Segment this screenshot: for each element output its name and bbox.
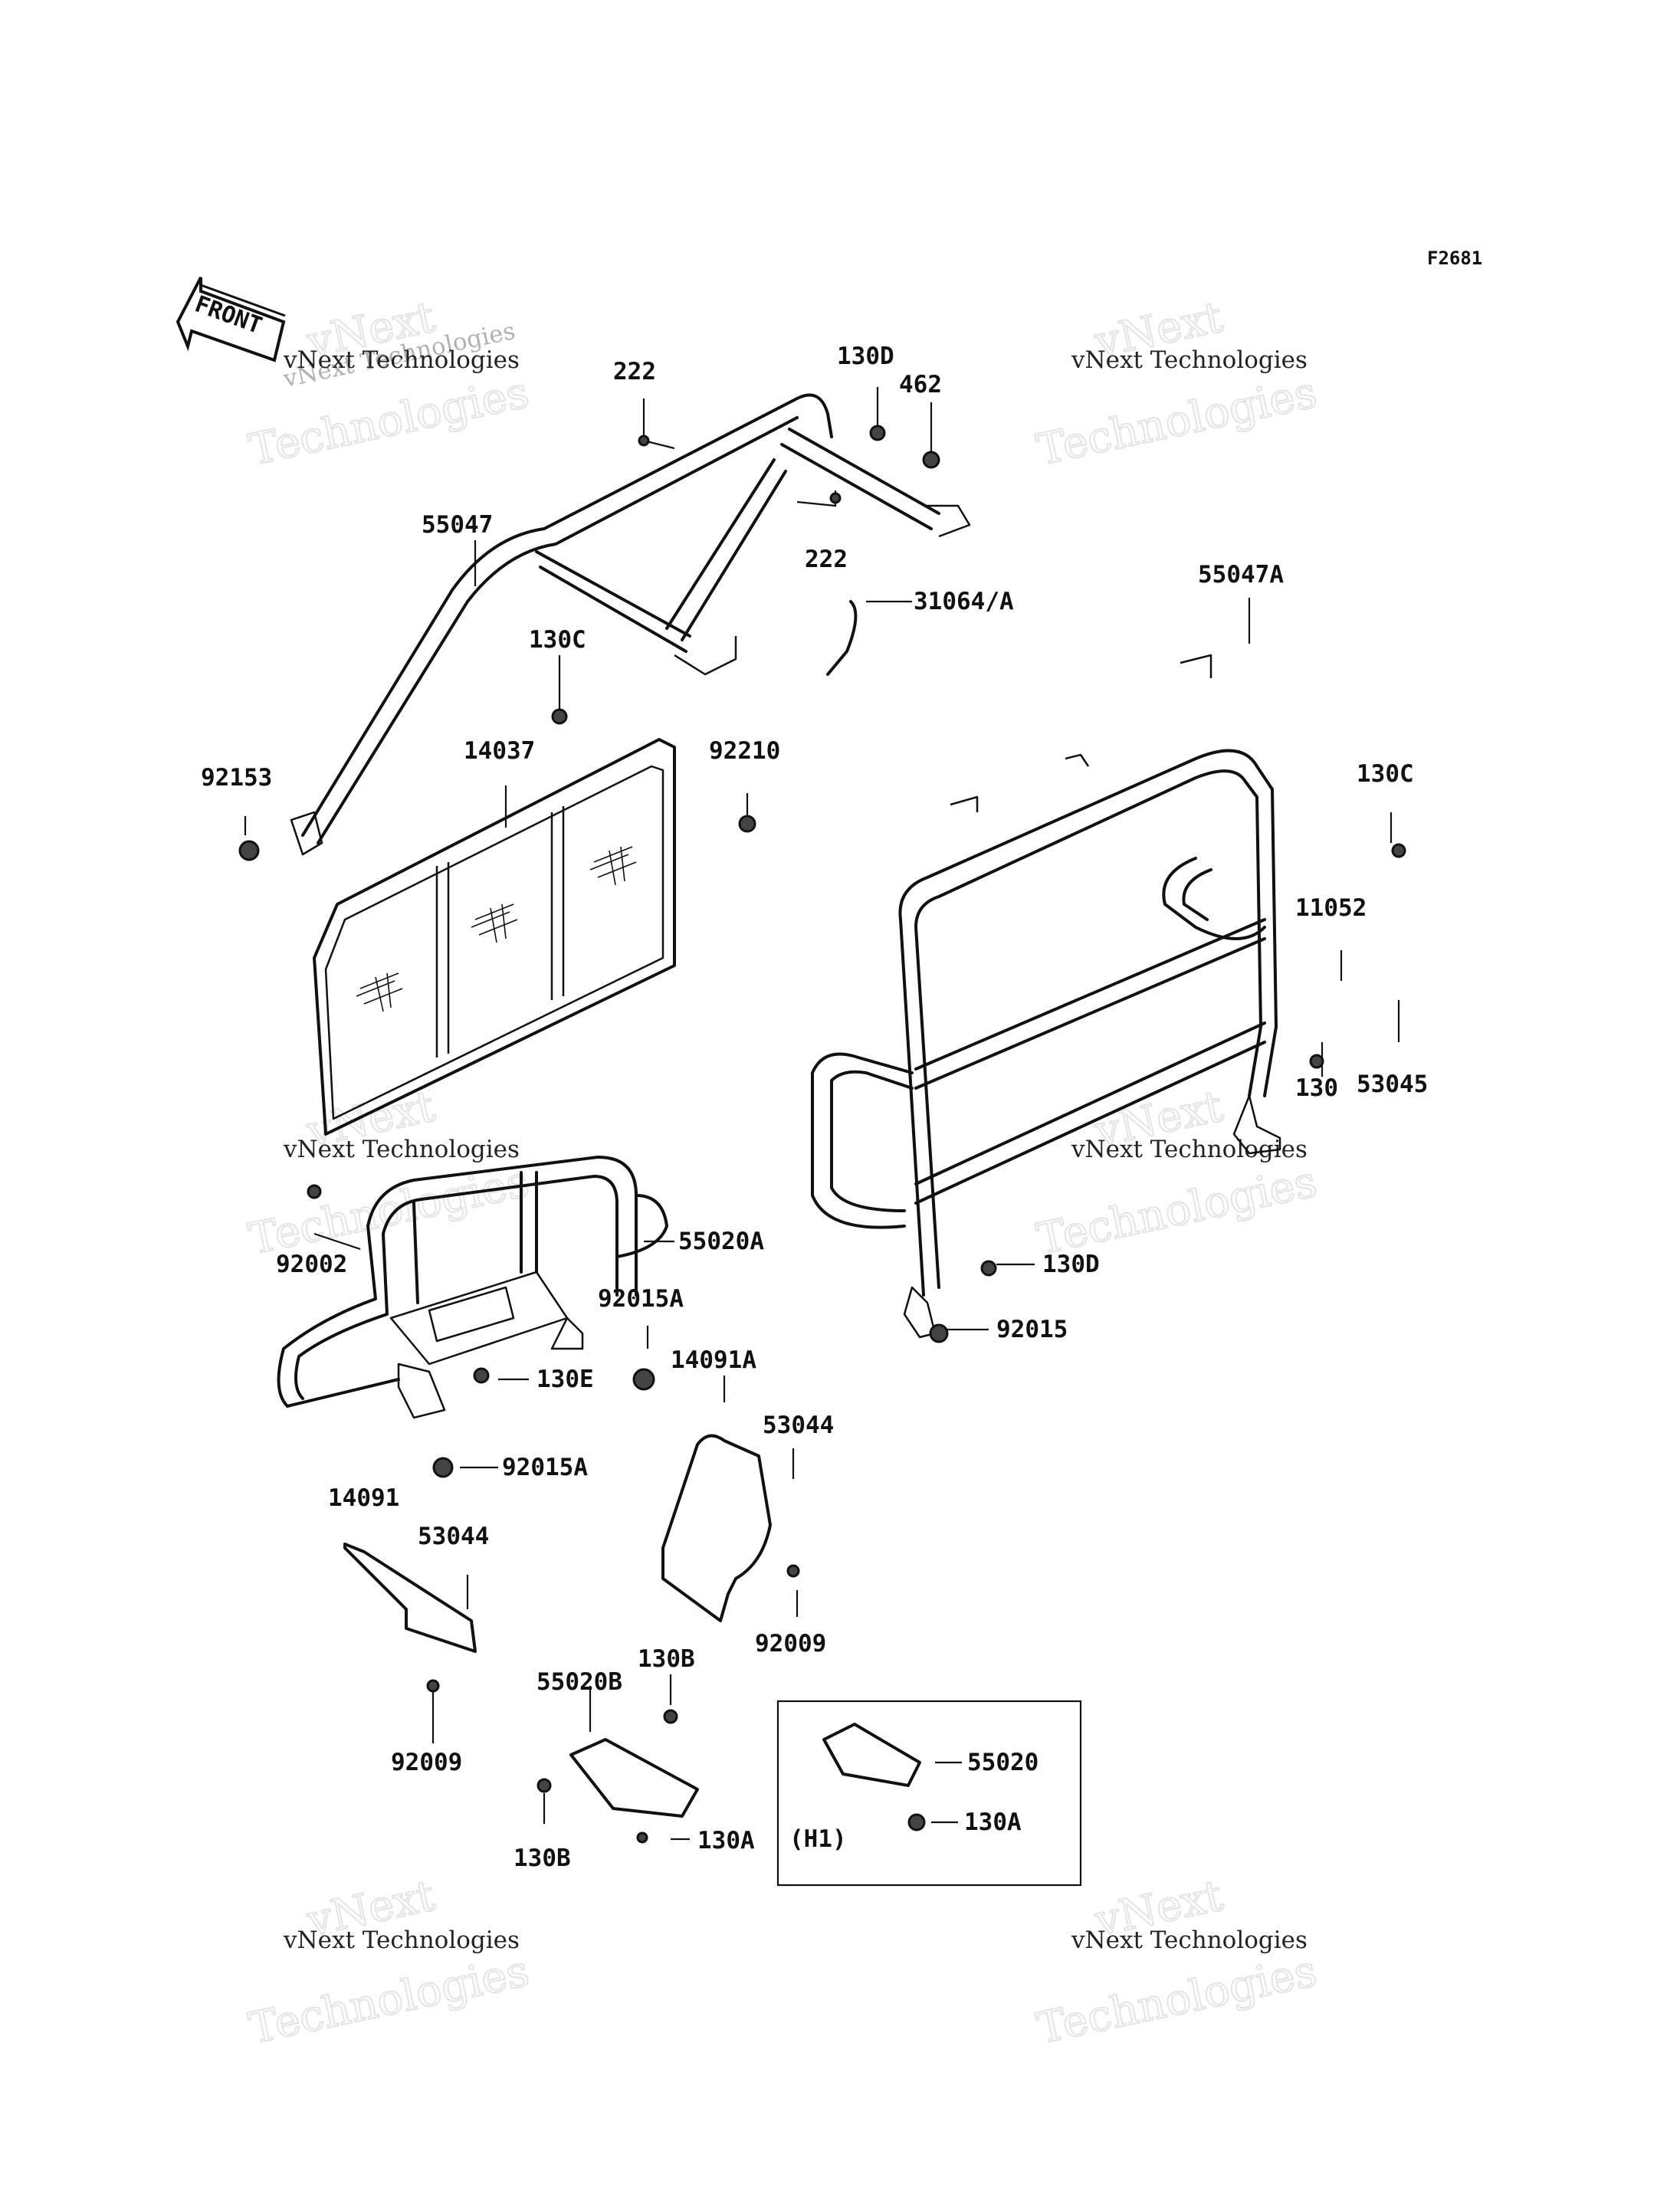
label-55047A: 55047A bbox=[1198, 561, 1284, 589]
svg-text:vNext Technologies: vNext Technologies bbox=[1071, 1136, 1308, 1163]
front-frame-55047 bbox=[290, 393, 971, 856]
label-92015A-a: 92015A bbox=[598, 1285, 684, 1313]
svg-text:Technologies: Technologies bbox=[1033, 1946, 1321, 2054]
svg-text:Technologies: Technologies bbox=[1033, 368, 1321, 476]
label-53045: 53045 bbox=[1357, 1071, 1428, 1098]
label-130E: 130E bbox=[536, 1366, 594, 1393]
label-55020A: 55020A bbox=[678, 1228, 764, 1255]
label-130A-b: 130A bbox=[964, 1808, 1022, 1836]
label-14091A: 14091A bbox=[671, 1346, 756, 1374]
label-92153: 92153 bbox=[201, 764, 272, 792]
label-130A-a: 130A bbox=[697, 1827, 755, 1854]
guard-55020 bbox=[822, 1723, 921, 1787]
label-14091: 14091 bbox=[328, 1484, 399, 1512]
label-92009-a: 92009 bbox=[755, 1630, 826, 1658]
label-14037: 14037 bbox=[464, 737, 535, 765]
label-55020: 55020 bbox=[967, 1749, 1039, 1776]
label-92015A-b: 92015A bbox=[502, 1454, 588, 1481]
inset-box-h1 bbox=[776, 1700, 1082, 1887]
net-panel-14037 bbox=[313, 738, 676, 1136]
leader-lines bbox=[244, 387, 1400, 1841]
part-labels: 55047 222 130D 462 222 31064/A 55047A 13… bbox=[201, 343, 1428, 1872]
label-130B-top: 130B bbox=[638, 1645, 695, 1673]
label-130D-bottom: 130D bbox=[1042, 1251, 1100, 1278]
watermark-mid-right: vNext Technologies bbox=[1071, 1136, 1308, 1163]
rear-frame-55047A bbox=[811, 654, 1281, 1339]
svg-text:Technologies: Technologies bbox=[1033, 1157, 1321, 1265]
guard-55020B bbox=[569, 1738, 699, 1818]
label-92015: 92015 bbox=[996, 1316, 1068, 1343]
svg-text:Technologies: Technologies bbox=[245, 1157, 533, 1265]
watermark-bot-left: vNext Technologies bbox=[283, 1926, 520, 1954]
label-92210: 92210 bbox=[709, 737, 780, 765]
label-222-a: 222 bbox=[613, 358, 656, 385]
label-H1: (H1) bbox=[789, 1825, 847, 1853]
label-92002: 92002 bbox=[276, 1251, 347, 1278]
watermark-mid-left: vNext Technologies bbox=[283, 1136, 520, 1163]
skid-plate-14091A bbox=[661, 1434, 772, 1622]
fasteners bbox=[238, 425, 1406, 1844]
label-53044-b: 53044 bbox=[418, 1523, 489, 1550]
front-arrow-icon: FRONT bbox=[176, 277, 286, 362]
svg-text:vNext Technologies: vNext Technologies bbox=[283, 1136, 520, 1163]
svg-text:Technologies: Technologies bbox=[245, 1946, 533, 2054]
label-11052: 11052 bbox=[1295, 894, 1367, 922]
label-130B-bottom: 130B bbox=[514, 1844, 571, 1872]
svg-text:vNext Technologies: vNext Technologies bbox=[1071, 346, 1308, 374]
label-31064A: 31064/A bbox=[914, 588, 1014, 615]
figure-code: F2681 bbox=[1427, 248, 1482, 269]
label-130C-left: 130C bbox=[529, 626, 586, 654]
label-55047: 55047 bbox=[422, 511, 493, 539]
label-55020B: 55020B bbox=[536, 1668, 622, 1696]
front-bumper-55020A bbox=[277, 1156, 668, 1419]
svg-text:vNext Technologies: vNext Technologies bbox=[283, 1926, 520, 1954]
label-462: 462 bbox=[899, 371, 942, 398]
label-92009-b: 92009 bbox=[391, 1749, 462, 1776]
svg-text:vNext Technologies: vNext Technologies bbox=[283, 346, 520, 374]
label-130: 130 bbox=[1295, 1074, 1338, 1102]
label-222-b: 222 bbox=[805, 546, 848, 573]
watermark-bot-right: vNext Technologies bbox=[1071, 1926, 1308, 1954]
watermark-large-shapes: Technologies Technologies Technologies T… bbox=[244, 291, 1322, 2054]
watermark-top-right: vNext Technologies bbox=[1071, 346, 1308, 374]
seat-belt-31064A bbox=[826, 600, 858, 676]
label-130C-right: 130C bbox=[1357, 760, 1414, 788]
svg-text:vNext Technologies: vNext Technologies bbox=[1071, 1926, 1308, 1954]
label-130D-top: 130D bbox=[837, 343, 894, 370]
skid-plate-14091 bbox=[343, 1543, 477, 1653]
label-53044-a: 53044 bbox=[763, 1412, 834, 1439]
